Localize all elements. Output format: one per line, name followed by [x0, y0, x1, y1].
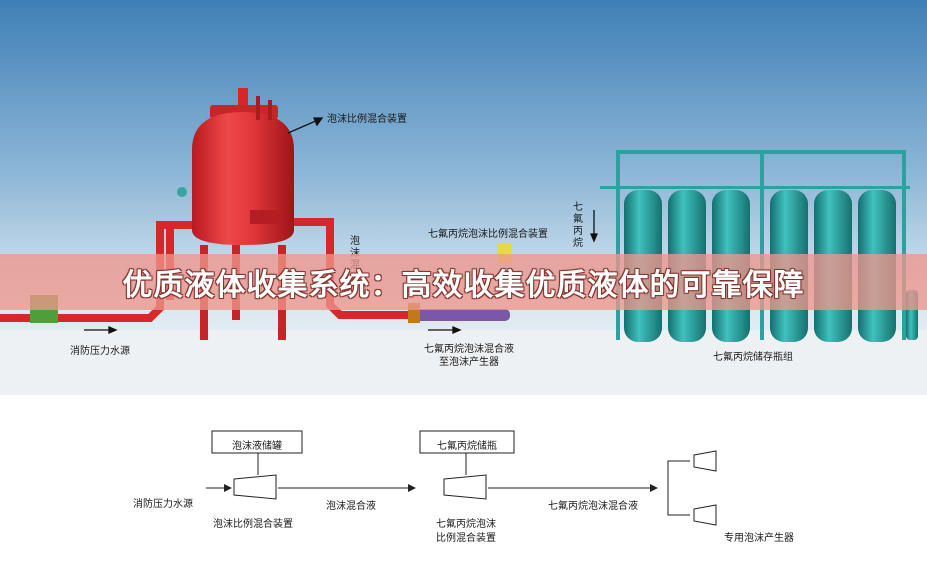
cylinder-group-label: 七氟丙烷储存瓶组 — [713, 352, 793, 363]
hfc-bottle-box — [419, 430, 515, 454]
flow-foam-mix-label: 泡沫混合液 — [326, 501, 376, 512]
mix-to-generator-line2: 至泡沫产生器 — [439, 357, 499, 368]
flow-generator-label: 专用泡沫产生器 — [724, 533, 794, 544]
flow-proportioner-label: 泡沫比例混合装置 — [213, 519, 293, 530]
flow-hfc-proportioner-line2: 比例混合装置 — [436, 533, 496, 544]
generator-symbol-top — [693, 450, 717, 472]
water-source-label: 消防压力水源 — [70, 346, 130, 357]
branch-lines — [667, 460, 690, 516]
hfc-cylinder-rack — [600, 150, 910, 340]
flow-diagram-svg — [206, 430, 717, 526]
hfc-bottle-label: 七氟丙烷储瓶 — [437, 441, 497, 452]
flow-water-source-label: 消防压力水源 — [133, 499, 193, 510]
flow-hfc-proportioner-line1: 七氟丙烷泡沫 — [436, 519, 496, 530]
floor — [0, 330, 927, 395]
hfc-proportioner-symbol — [443, 474, 487, 500]
purple-outlet-pipe — [410, 309, 510, 321]
illustration-arrows — [84, 117, 598, 334]
foam-tank-label: 泡沫液储罐 — [232, 441, 282, 452]
system-illustration-svg — [0, 0, 927, 395]
proportioner-label: 泡沫比例混合装置 — [327, 114, 407, 125]
flow-arrowheads — [224, 484, 658, 492]
hfc-vertical-label: 七氟丙烷 — [573, 202, 583, 249]
foam-tank-box — [211, 430, 303, 454]
title-banner — [0, 254, 927, 310]
banner-title: 优质液体收集系统：高效收集优质液体的可靠保障 — [122, 268, 805, 303]
flow-diagram: 泡沫液储罐 七氟丙烷储瓶 消防压力水源 泡沫比例混合装置 泡沫混合液 七氟丙烷泡… — [0, 395, 927, 564]
hfc-proportioner-label: 七氟丙烷泡沫比例混合装置 — [428, 229, 548, 240]
proportioner-symbol — [233, 474, 277, 500]
generator-symbol-bottom — [693, 504, 717, 526]
system-illustration: 泡沫比例混合装置 泡沫混 消防压力水源 七氟丙烷泡沫比例混合装置 七氟丙烷 七氟… — [0, 0, 927, 395]
pressure-gauge — [177, 187, 187, 197]
flow-hfc-foam-mix-label: 七氟丙烷泡沫混合液 — [548, 501, 638, 512]
mix-to-generator-line1: 七氟丙烷泡沫混合液 — [424, 344, 514, 355]
